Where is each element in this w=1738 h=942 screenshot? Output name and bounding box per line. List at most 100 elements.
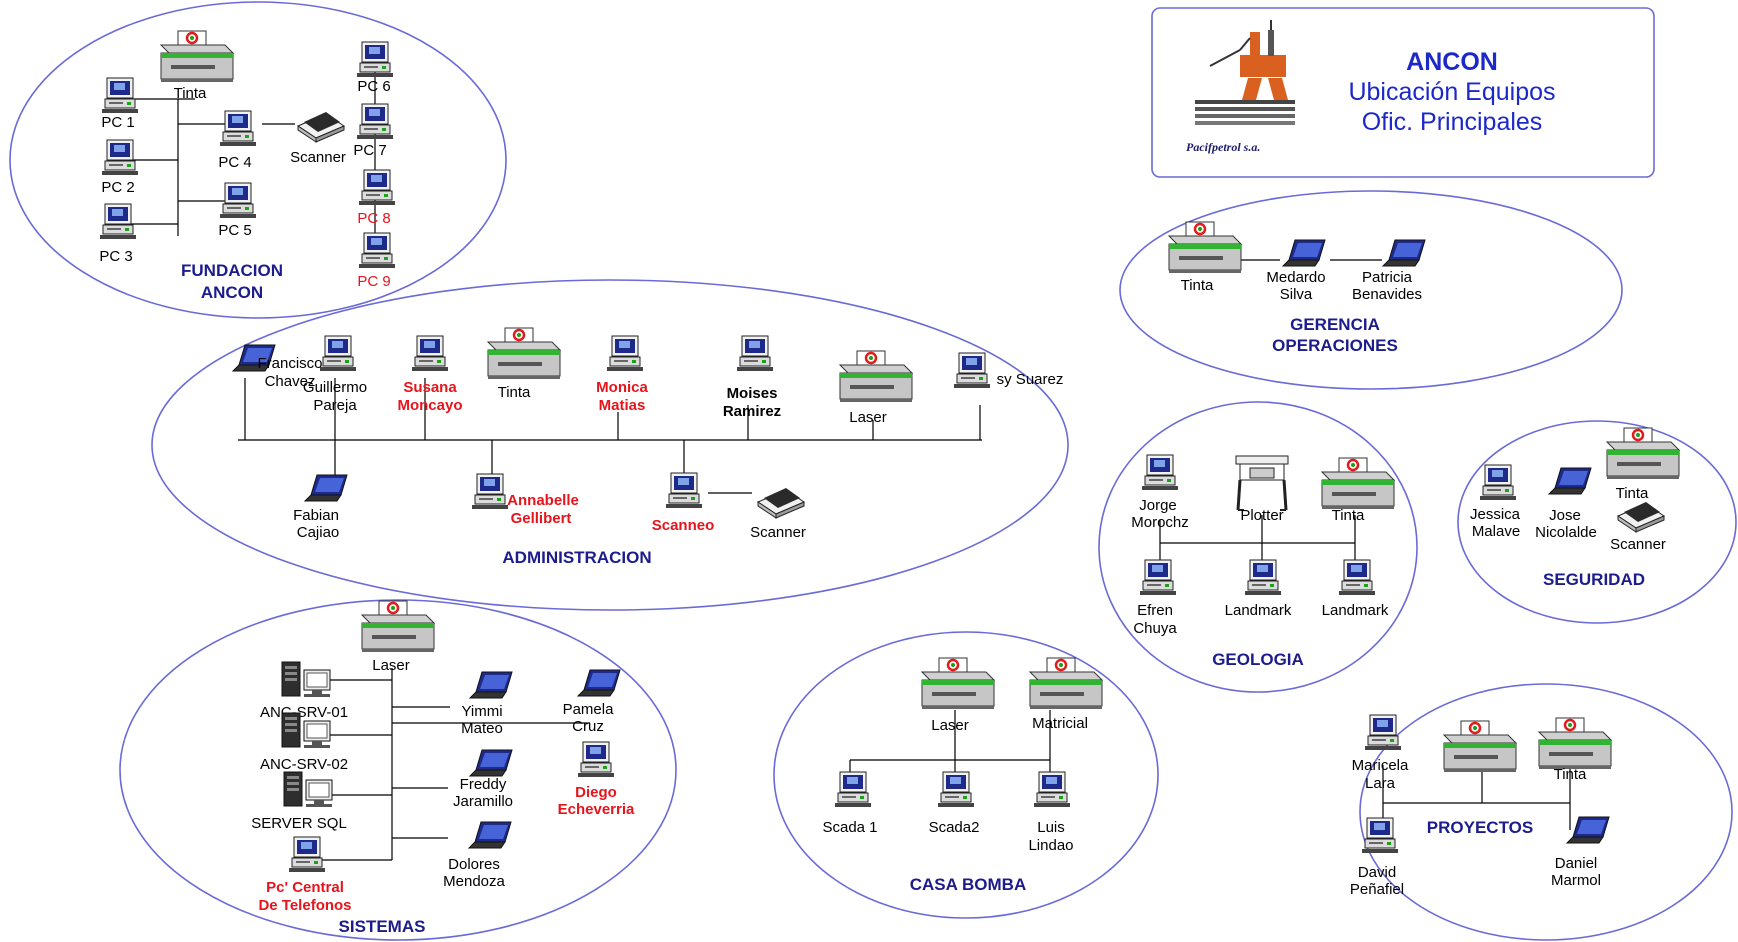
suarez-pc <box>953 352 991 389</box>
patricia-laptop <box>1382 239 1426 267</box>
freddy-label-1: Freddy <box>460 776 507 793</box>
laser-label: Laser <box>849 409 887 426</box>
zone-geologia: Jorge Morochz Plotter Tinta Efren Chuya … <box>1131 454 1396 669</box>
zone-geologia-ellipse <box>1098 401 1418 693</box>
dolores-label-2: Mendoza <box>443 873 505 890</box>
scada2-label: Scada2 <box>929 819 980 836</box>
moises-pc <box>736 335 774 372</box>
fabian-laptop <box>304 474 348 502</box>
susana-label-1: Susana <box>403 379 457 396</box>
pamela-label-1: Pamela <box>563 701 615 718</box>
laser-printer <box>920 656 996 711</box>
monica-label-2: Matias <box>599 397 646 414</box>
zone-fundacion-ellipse <box>9 1 507 319</box>
zone-seguridad: Jessica Malave Jose Nicolalde Tinta Scan… <box>1470 426 1681 589</box>
annabelle-pc <box>471 473 509 510</box>
pc-central-label-1: Pc' Central <box>266 879 344 896</box>
tinta-label: Tinta <box>1332 507 1365 524</box>
srv02-label: ANC-SRV-02 <box>260 756 348 773</box>
susana-pc <box>411 335 449 372</box>
landmark-1-pc <box>1244 559 1282 596</box>
pc3-label: PC 3 <box>99 248 132 265</box>
diego-label-2: Echeverria <box>558 801 635 818</box>
fabian-label-1: Fabian <box>293 507 339 524</box>
logo-caption: Pacifpetrol s.a. <box>1186 140 1260 154</box>
medardo-label-2: Silva <box>1280 286 1313 303</box>
pc6-label: PC 6 <box>357 78 390 95</box>
scada1-pc <box>834 771 872 808</box>
zone-administracion: Francisco Chavez Guillermo Pareja Susana… <box>232 326 1064 567</box>
tinta-label: Tinta <box>1554 766 1587 783</box>
daniel-label-2: Marmol <box>1551 872 1601 889</box>
pc7-icon <box>356 103 394 140</box>
header-subtitle-1: Ubicación Equipos <box>1348 78 1555 106</box>
srv01-label: ANC-SRV-01 <box>260 704 348 721</box>
efren-pc <box>1139 559 1177 596</box>
diego-pc <box>577 741 615 778</box>
diego-label-1: Diego <box>575 784 617 801</box>
pamela-laptop <box>577 669 621 697</box>
moises-label-2: Ramirez <box>723 403 781 420</box>
pc2-label: PC 2 <box>101 179 134 196</box>
tinta-printer <box>1320 456 1396 511</box>
printer-icon <box>1442 719 1518 774</box>
suarez-label: sy Suarez <box>997 371 1064 388</box>
pamela-label-2: Cruz <box>572 718 604 735</box>
scanneo-pc <box>665 472 703 509</box>
tinta-label: Tinta <box>498 384 531 401</box>
dolores-laptop <box>468 821 512 849</box>
landmark-1-label: Landmark <box>1225 602 1292 619</box>
scada2-pc <box>937 771 975 808</box>
efren-label-2: Chuya <box>1133 620 1177 637</box>
zone-geologia-title: GEOLOGIA <box>1212 650 1304 669</box>
laser-printer <box>838 349 914 404</box>
zone-sistemas-ellipse <box>119 599 677 941</box>
zone-casa-bomba-title: CASA BOMBA <box>910 875 1026 894</box>
pc4-label: PC 4 <box>218 154 251 171</box>
guillermo-label-2: Pareja <box>313 397 357 414</box>
maricela-label-2: Lara <box>1365 775 1396 792</box>
laser-label: Laser <box>372 657 410 674</box>
francisco-label-2: Chavez <box>265 373 316 390</box>
pc5-icon <box>219 182 257 219</box>
landmark-2-label: Landmark <box>1322 602 1389 619</box>
zone-administracion-ellipse <box>151 279 1069 611</box>
pc6-icon <box>356 41 394 78</box>
zone-gerencia: Tinta Medardo Silva Patricia Benavides G… <box>1167 220 1426 355</box>
tinta-printer <box>1167 220 1243 275</box>
plotter-label: Plotter <box>1240 507 1283 524</box>
tinta-printer <box>159 29 235 84</box>
jessica-pc <box>1479 464 1517 501</box>
luis-pc <box>1033 771 1071 808</box>
moises-label-1: Moises <box>727 385 778 402</box>
zone-sistemas: Laser ANC-SRV-01 ANC-SRV-02 SERVER SQL P… <box>251 599 635 936</box>
annabelle-label-2: Gellibert <box>511 510 572 527</box>
zone-casa-bomba: Laser Matricial Scada 1 Scada2 Luis Lind… <box>822 656 1104 894</box>
pc-central-icon <box>288 836 326 873</box>
jessica-label-2: Malave <box>1472 523 1520 540</box>
zone-fundacion-title-1: FUNDACION <box>181 261 283 280</box>
header-box: Pacifpetrol s.a. ANCON Ubicación Equipos… <box>1151 7 1655 178</box>
freddy-laptop <box>469 749 513 777</box>
pc9-label: PC 9 <box>357 273 390 290</box>
jessica-label-1: Jessica <box>1470 506 1521 523</box>
zone-fundacion: Tinta PC 1 PC 2 PC 3 PC 4 PC 5 Scanner P… <box>99 29 396 302</box>
pc4-icon <box>219 110 257 147</box>
pc9-icon <box>358 232 396 269</box>
tinta-printer <box>486 326 562 381</box>
zone-casa-bomba-ellipse <box>773 631 1159 919</box>
sql-server <box>283 771 333 808</box>
zone-sistemas-title: SISTEMAS <box>339 917 426 936</box>
zone-proyectos-ellipse <box>1359 683 1733 941</box>
scanner-label: Scanner <box>1610 536 1666 553</box>
zone-gerencia-title-1: GERENCIA <box>1290 315 1380 334</box>
pc1-icon <box>101 77 139 114</box>
david-label-2: Peñafiel <box>1350 881 1404 898</box>
david-pc <box>1361 817 1399 854</box>
zone-gerencia-ellipse <box>1119 190 1623 390</box>
scanneo-label: Scanneo <box>652 517 715 534</box>
monica-label-1: Monica <box>596 379 648 396</box>
guillermo-pc <box>319 335 357 372</box>
dolores-label-1: Dolores <box>448 856 500 873</box>
